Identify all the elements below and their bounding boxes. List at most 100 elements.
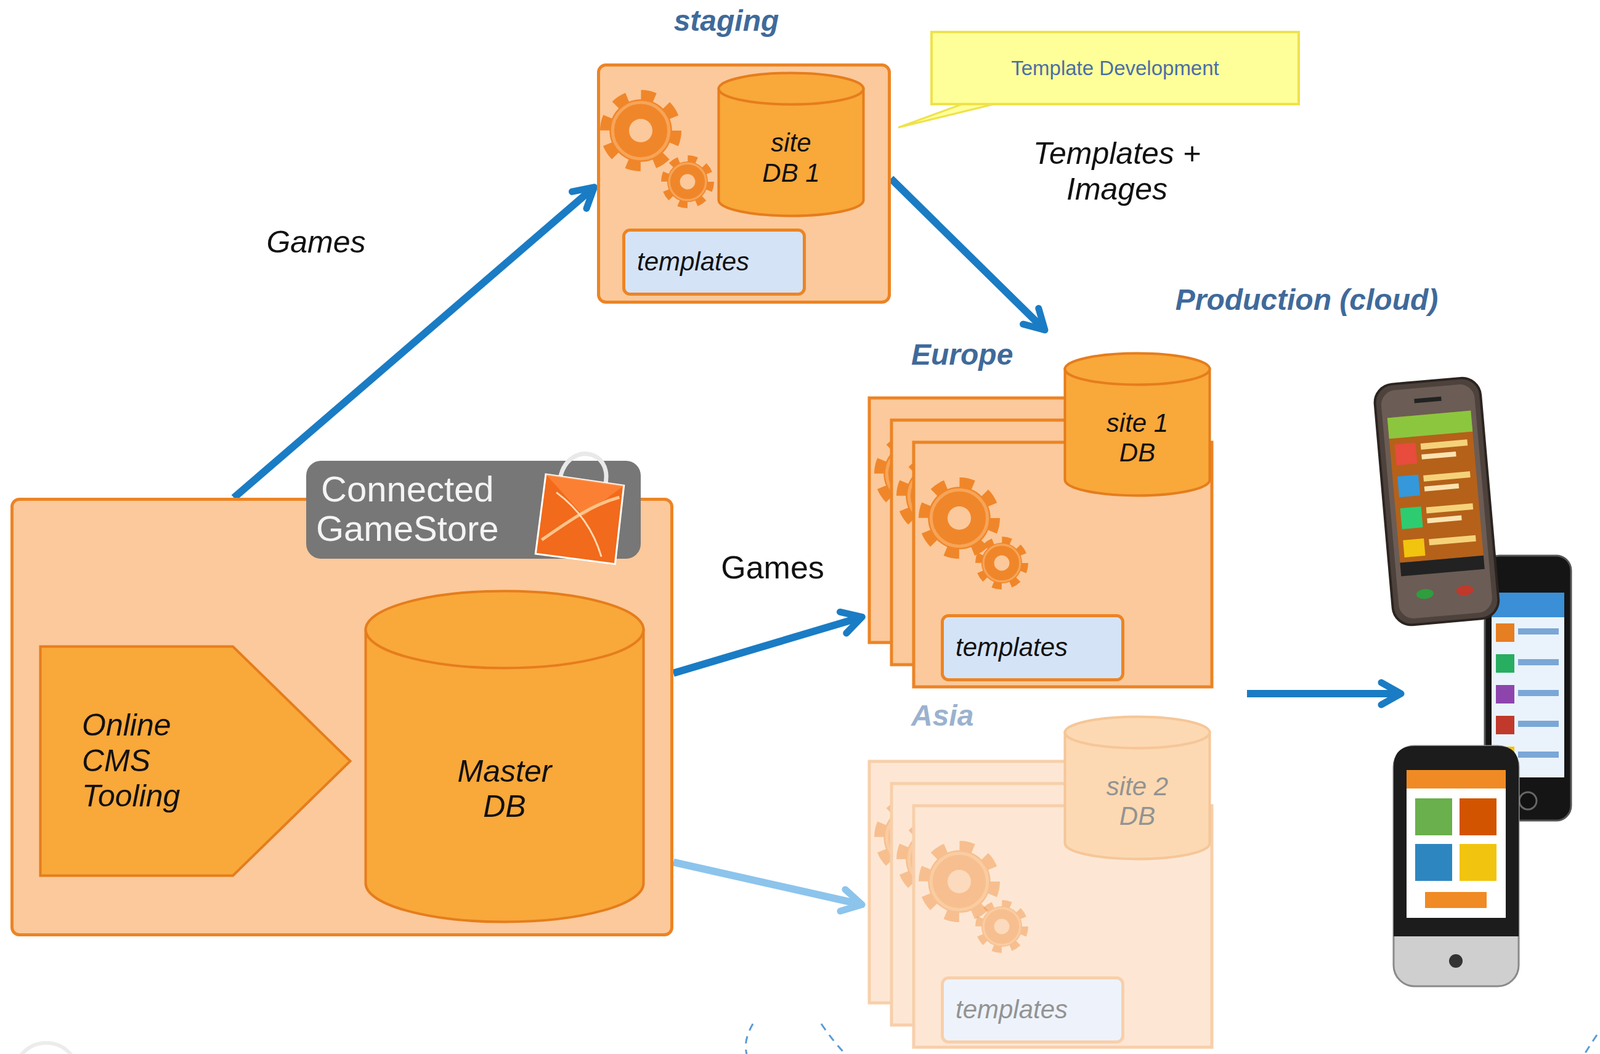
database-cylinder: site 2 DB xyxy=(1063,715,1212,861)
cylinder-body xyxy=(1065,369,1211,496)
text-area: Online CMS Tooling xyxy=(38,645,352,878)
smartphone xyxy=(1393,746,1519,987)
node-label: templates xyxy=(955,994,1068,1025)
gear-icon xyxy=(606,96,676,166)
smartphone xyxy=(1380,383,1494,620)
gear-icon xyxy=(979,904,1025,950)
callout-tail xyxy=(898,102,1002,128)
box-outline xyxy=(12,499,673,936)
shopping-bag-icon xyxy=(541,485,620,553)
smartphone xyxy=(1495,715,1515,735)
node-label: site 1 DB xyxy=(1102,408,1172,469)
node-label: templates xyxy=(955,632,1068,663)
smartphone xyxy=(1518,720,1559,727)
smartphone xyxy=(1406,770,1506,918)
smartphone xyxy=(1491,592,1565,618)
tooling-pentagon: Online CMS Tooling xyxy=(38,645,352,878)
smartphone xyxy=(1415,588,1434,600)
smartphone xyxy=(1415,844,1453,882)
box-outline xyxy=(624,230,805,295)
shopping-bag-icon xyxy=(531,447,633,568)
smartphone xyxy=(1393,746,1519,937)
cylinder-body xyxy=(718,88,864,216)
cylinder-body xyxy=(365,629,644,923)
smartphone xyxy=(1387,410,1473,440)
box-outline xyxy=(942,616,1124,681)
group-heading: Europe xyxy=(911,337,1013,372)
smartphone xyxy=(1387,410,1484,564)
smartphone xyxy=(1399,555,1485,577)
smartphone xyxy=(1519,792,1537,810)
template-box: templates xyxy=(622,228,806,296)
box-outline xyxy=(598,65,890,303)
text-area: site 1 DB xyxy=(1063,351,1212,498)
smartphone xyxy=(1373,376,1501,626)
database-cylinder: site 1 DB xyxy=(1063,351,1212,498)
smartphone xyxy=(1394,442,1418,466)
smartphone xyxy=(1413,396,1442,404)
edge-label: Templates + Images xyxy=(1018,136,1216,208)
cylinder-top xyxy=(365,591,644,669)
smartphone xyxy=(1373,376,1501,626)
smartphone xyxy=(1495,654,1515,673)
smartphone xyxy=(1397,474,1421,498)
edge-label: Games xyxy=(720,549,825,587)
node-label: site DB 1 xyxy=(755,128,826,188)
shopping-bag-icon xyxy=(546,492,611,557)
logo-text: Connected GameStore xyxy=(316,469,500,549)
smartphone xyxy=(1518,659,1559,666)
node-label: Online CMS Tooling xyxy=(81,707,180,815)
smartphone xyxy=(1402,538,1426,558)
watermark xyxy=(14,1043,79,1054)
label-holder: Templates + Images xyxy=(1018,136,1216,208)
gear-icon xyxy=(924,483,994,553)
group-heading: staging xyxy=(674,3,780,38)
smartphone xyxy=(1518,628,1559,635)
smartphone xyxy=(1406,770,1506,789)
flow-arrow xyxy=(673,862,859,905)
smartphone xyxy=(1420,439,1469,450)
text-area: site 2 DB xyxy=(1063,715,1212,861)
cylinder-top xyxy=(718,73,864,105)
cylinder-body xyxy=(1065,732,1211,859)
cylinder-top xyxy=(1065,717,1211,749)
smartphone xyxy=(1455,584,1474,596)
edge-label: Games xyxy=(266,224,366,261)
pentagon-outline xyxy=(40,646,351,877)
shopping-bag-icon xyxy=(531,471,629,569)
text-area: site DB 1 xyxy=(717,71,865,218)
gear-icon xyxy=(979,540,1025,586)
flow-arrow xyxy=(890,178,1043,328)
smartphone xyxy=(1428,535,1477,546)
smartphone xyxy=(1518,690,1559,697)
dashed-arc xyxy=(1584,1035,1597,1054)
cylinder-top xyxy=(1065,353,1211,386)
heading-holder: Europe xyxy=(911,337,1013,372)
smartphone xyxy=(1415,798,1453,836)
region-heading: Production (cloud) xyxy=(1175,282,1439,317)
text-area: templates xyxy=(622,228,806,296)
template-box: templates xyxy=(940,976,1125,1044)
flow-arrow xyxy=(234,189,592,498)
smartphone xyxy=(1425,892,1487,909)
heading-holder: staging xyxy=(674,3,780,38)
smartphone xyxy=(1421,451,1456,460)
delivery-arrow xyxy=(1246,690,1398,698)
label-holder: Production (cloud) xyxy=(1175,282,1439,317)
smartphone xyxy=(1459,844,1497,882)
server-cluster: Asiasite 2 DBtemplates xyxy=(865,696,1217,1051)
staging-server: stagingsite DB 1templates xyxy=(596,63,891,304)
text-area: Master DB xyxy=(364,589,646,924)
template-box: templates xyxy=(940,614,1125,682)
smartphone xyxy=(1426,503,1474,514)
node-label: templates xyxy=(637,247,750,277)
smartphone xyxy=(1393,746,1519,987)
callout-text: Template Development xyxy=(1011,56,1220,81)
callout-outline xyxy=(931,32,1299,105)
smartphone xyxy=(1459,798,1497,836)
smartphone xyxy=(1495,623,1515,642)
box-outline xyxy=(942,978,1124,1043)
gear-icon xyxy=(924,847,994,917)
database-cylinder: Master DB xyxy=(364,589,646,924)
dashed-arc xyxy=(745,1023,753,1054)
